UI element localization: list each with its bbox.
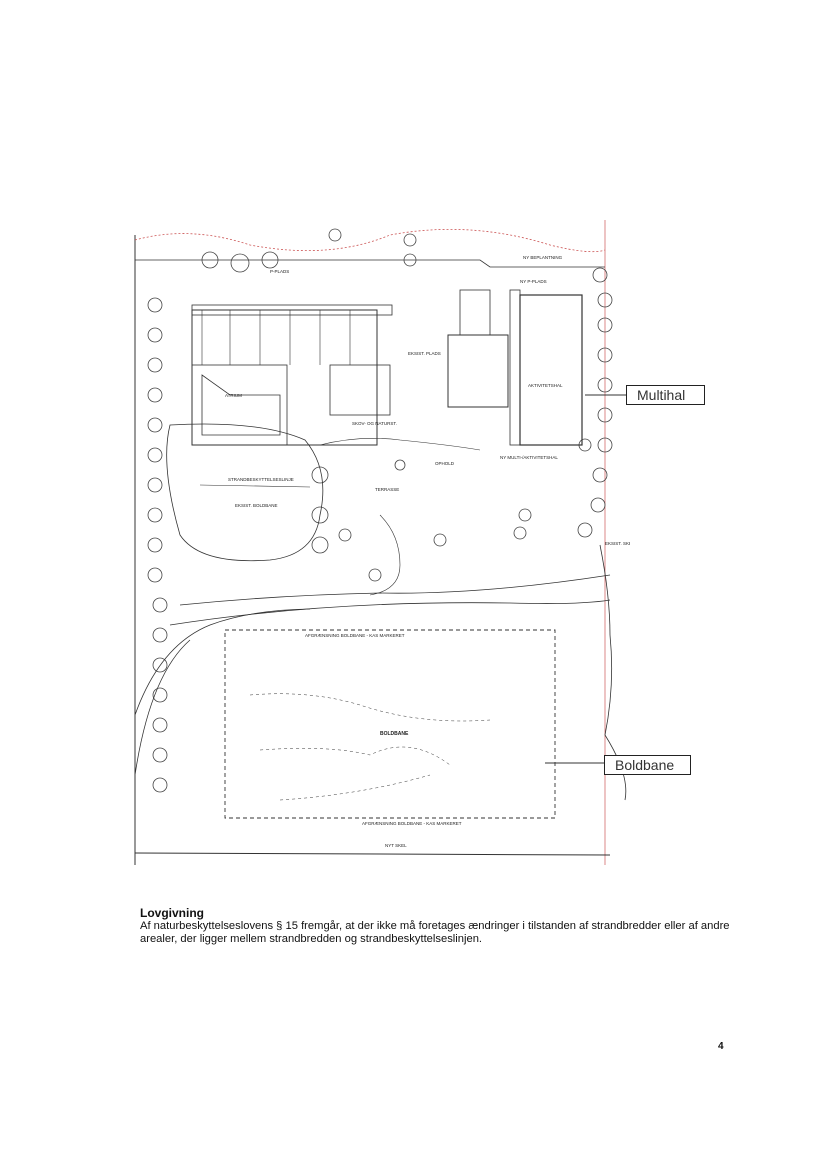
svg-text:AFGRÆNSNING BOLDBANE - KAS MAR: AFGRÆNSNING BOLDBANE - KAS MARKERET	[362, 821, 462, 826]
svg-text:OPHOLD: OPHOLD	[435, 461, 455, 466]
svg-text:BOLDBANE: BOLDBANE	[380, 731, 409, 737]
svg-text:EKSIST. BOLDBANE: EKSIST. BOLDBANE	[235, 503, 278, 508]
section-body-text: Af naturbeskyttelseslovens § 15 fremgår,…	[140, 920, 730, 945]
section-heading: Lovgivning	[140, 906, 204, 920]
svg-text:SKOV- OG NATURST.: SKOV- OG NATURST.	[352, 421, 397, 426]
multihal-callout-label: Multihal	[626, 385, 705, 405]
svg-text:NYT SKEL: NYT SKEL	[385, 843, 407, 848]
boldbane-callout-label: Boldbane	[604, 755, 691, 775]
svg-text:NY BEPLANTNING: NY BEPLANTNING	[523, 255, 563, 260]
svg-text:AKTIVITETSHAL: AKTIVITETSHAL	[528, 383, 563, 388]
svg-text:ATRIUM: ATRIUM	[225, 393, 242, 398]
svg-text:NY P-PLADS: NY P-PLADS	[520, 279, 547, 284]
svg-text:P-PLADS: P-PLADS	[270, 269, 289, 274]
svg-text:NY MULTI-/AKTIVITETSHAL: NY MULTI-/AKTIVITETSHAL	[500, 455, 558, 460]
svg-text:EKSIST. SKEL: EKSIST. SKEL	[605, 541, 630, 546]
svg-text:TERRASSE: TERRASSE	[375, 487, 399, 492]
svg-text:EKSIST. PLADS: EKSIST. PLADS	[408, 351, 441, 356]
page-number: 4	[718, 1041, 724, 1052]
svg-text:STRANDBESKYTTELSESLINJE: STRANDBESKYTTELSESLINJE	[228, 477, 294, 482]
site-plan-drawing: ATRIUM STRANDBESKYTTELSESLINJE EKSIST. B…	[134, 220, 630, 865]
svg-text:AFGRÆNSNING BOLDBANE - KAS MAR: AFGRÆNSNING BOLDBANE - KAS MARKERET	[305, 633, 405, 638]
